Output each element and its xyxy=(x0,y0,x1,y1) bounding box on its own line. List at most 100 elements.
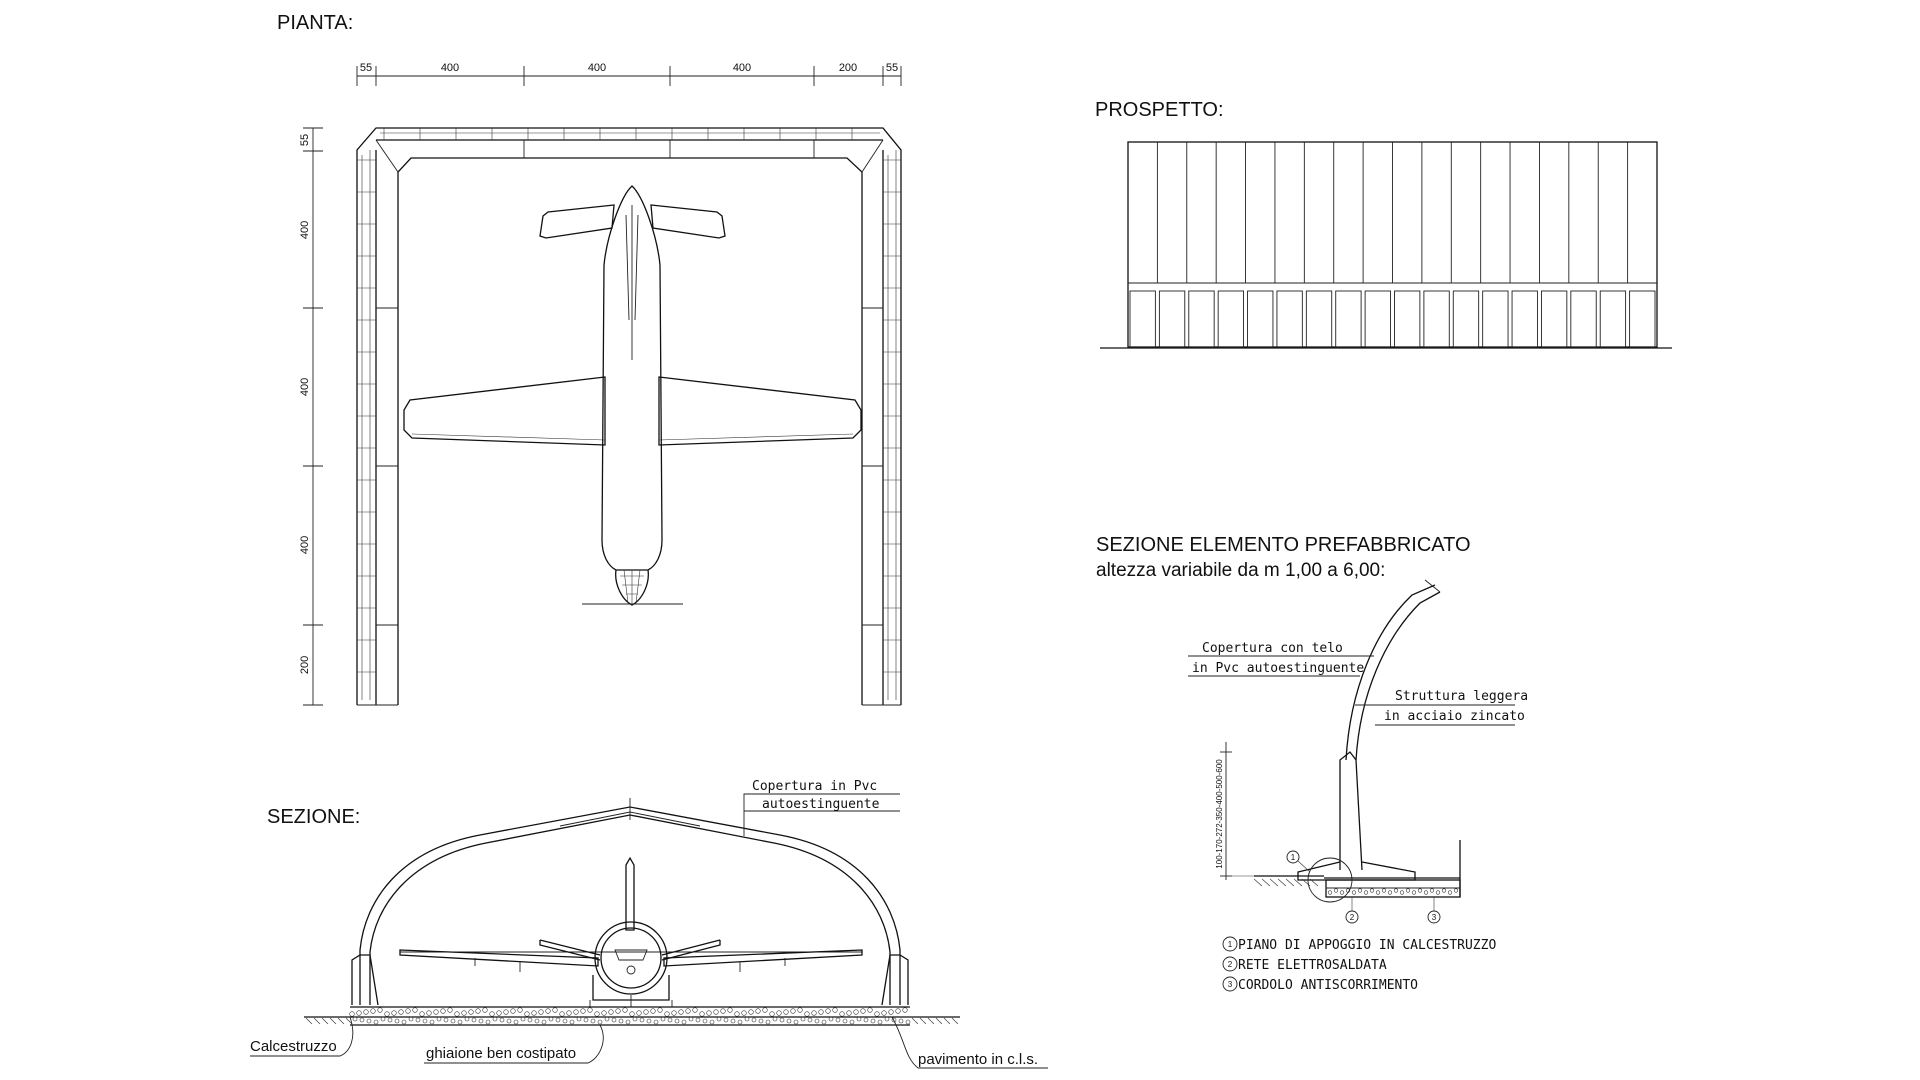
gravel-stone xyxy=(874,1011,880,1017)
gravel-stone xyxy=(426,1010,432,1016)
gravel-stone xyxy=(587,1007,593,1013)
element-gravel-stone xyxy=(1375,890,1381,895)
gravel-stone xyxy=(671,1010,677,1016)
prospetto-door-panel xyxy=(1540,290,1568,348)
gravel-stone xyxy=(583,1017,589,1023)
gravel-stone xyxy=(695,1017,701,1023)
section-copertura-line1: Copertura in Pvc xyxy=(752,779,877,794)
gravel-stone xyxy=(772,1016,778,1022)
gravel-stone xyxy=(450,1018,456,1024)
gravel-stone xyxy=(744,1016,750,1022)
gravel-stone xyxy=(440,1008,446,1014)
gravel-stone xyxy=(363,1009,369,1015)
gravel-stone xyxy=(902,1007,908,1013)
prospetto-door-panel xyxy=(1276,290,1303,348)
element-gravel-stone xyxy=(1351,890,1357,895)
sezione-title: SEZIONE: xyxy=(267,806,360,828)
element-section-title: SEZIONE ELEMENTO PREFABBRICATO xyxy=(1096,534,1471,556)
gravel-stone xyxy=(650,1008,656,1014)
gravel-stone xyxy=(566,1010,572,1016)
prospetto-door-panel xyxy=(1423,290,1450,348)
element-gravel-stone xyxy=(1387,890,1393,895)
ground-hatch xyxy=(927,1017,935,1025)
gravel-stone xyxy=(615,1008,621,1014)
gravel-stone xyxy=(471,1017,477,1023)
gravel-stone xyxy=(762,1007,768,1013)
dim-top-3: 400 xyxy=(733,62,751,74)
gravel-stone xyxy=(793,1019,799,1025)
gravel-stone xyxy=(499,1017,505,1023)
prospetto-door-panel xyxy=(1482,290,1509,348)
section-callouts: Copertura in Pvc autoestinguente Calcest… xyxy=(250,779,1048,1069)
element-gravel-stone xyxy=(1357,888,1363,893)
pianta-title: PIANTA: xyxy=(277,12,353,34)
gravel-stone xyxy=(709,1019,715,1025)
gravel-stone xyxy=(741,1010,747,1016)
gravel-stone xyxy=(888,1009,894,1015)
dim-top-4: 200 xyxy=(839,62,857,74)
gravel-stone xyxy=(734,1011,740,1017)
gravel-stone xyxy=(748,1009,754,1015)
gravel-stone xyxy=(786,1018,792,1024)
gravel-stone xyxy=(359,1017,365,1023)
gravel-stone xyxy=(478,1018,484,1024)
gravel-stone xyxy=(727,1007,733,1013)
gravel-stone xyxy=(419,1011,425,1017)
gravel-stone xyxy=(436,1016,442,1022)
prospetto-door-panel xyxy=(1188,290,1215,348)
gravel-stone xyxy=(531,1010,537,1016)
gravel-stone xyxy=(863,1017,869,1023)
ground-hatch xyxy=(935,1017,943,1025)
gravel-stone xyxy=(391,1010,397,1016)
gravel-stone xyxy=(783,1009,789,1015)
gravel-stone xyxy=(713,1009,719,1015)
prospetto-facade xyxy=(1100,141,1672,349)
gravel-stone xyxy=(730,1018,736,1024)
gravel-stone xyxy=(370,1008,376,1014)
gravel-stone xyxy=(611,1017,617,1023)
element-marker-1: 1 xyxy=(1291,853,1296,862)
ground-hatch xyxy=(919,1017,927,1025)
element-callouts: Copertura con telo in Pvc autoestinguent… xyxy=(1188,641,1528,726)
gravel-stone xyxy=(422,1018,428,1024)
ground-hatch xyxy=(321,1017,329,1025)
gravel-stone xyxy=(454,1011,460,1017)
element-gravel-stone xyxy=(1429,888,1435,893)
prospetto-door-panel xyxy=(1394,290,1421,348)
gravel-stone xyxy=(828,1016,834,1022)
gravel-stone xyxy=(818,1009,824,1015)
gravel-stone xyxy=(846,1010,852,1016)
gravel-stone xyxy=(433,1009,439,1015)
gravel-stone xyxy=(692,1007,698,1013)
gravel-stone xyxy=(492,1016,498,1022)
gravel-stone xyxy=(380,1016,386,1022)
prospetto-door-panel xyxy=(1158,290,1186,348)
gravel-stone xyxy=(573,1009,579,1015)
gravel-stone xyxy=(814,1018,820,1024)
gravel-stone xyxy=(401,1019,407,1025)
section-airplane-front-view xyxy=(399,856,863,1007)
gravel-stone xyxy=(657,1007,663,1013)
gravel-stone xyxy=(622,1007,628,1013)
gravel-stone xyxy=(797,1007,803,1013)
gravel-stone xyxy=(468,1009,474,1015)
element-gravel-stone xyxy=(1327,890,1333,895)
gravel-stone xyxy=(618,1018,624,1024)
gravel-stone xyxy=(496,1010,502,1016)
gravel-stone xyxy=(884,1016,890,1022)
gravel-stone xyxy=(835,1017,841,1023)
element-gravel-stone xyxy=(1363,890,1369,895)
element-copertura-line1: Copertura con telo xyxy=(1202,641,1343,656)
gravel-stone xyxy=(541,1019,547,1025)
gravel-stone xyxy=(895,1008,901,1014)
element-gravel-stone xyxy=(1423,890,1429,895)
gravel-stone xyxy=(688,1016,694,1022)
gravel-stone xyxy=(398,1009,404,1015)
gravel-stone xyxy=(790,1008,796,1014)
gravel-stone xyxy=(825,1008,831,1014)
plan-airplane-top-view xyxy=(403,185,862,606)
section-hangar-arch xyxy=(351,798,909,1006)
gravel-stone xyxy=(804,1011,810,1017)
dim-left-3: 400 xyxy=(299,536,311,554)
gravel-stone xyxy=(681,1019,687,1025)
